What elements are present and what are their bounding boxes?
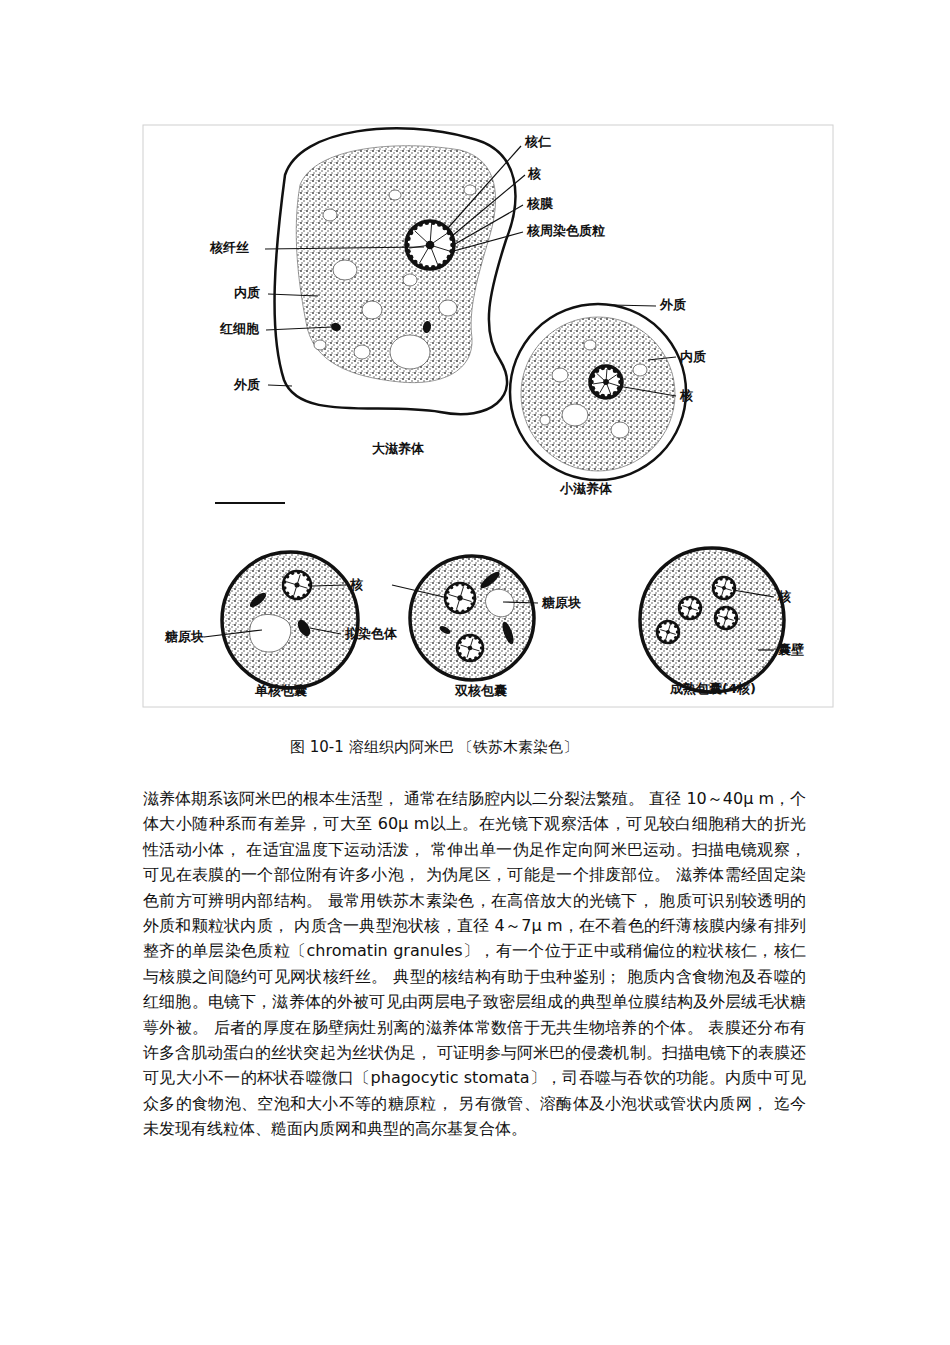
artifact-line bbox=[215, 502, 285, 504]
part-label: 糖原块 bbox=[165, 629, 204, 645]
nucleus bbox=[589, 366, 623, 399]
part-label: 内质 bbox=[680, 349, 706, 365]
nucleus bbox=[283, 571, 311, 599]
small-endoplasm bbox=[521, 317, 675, 471]
nucleus bbox=[679, 597, 701, 619]
nucleus bbox=[715, 607, 737, 629]
vacuole bbox=[389, 190, 401, 200]
vacuole bbox=[562, 404, 588, 426]
leader-lines bbox=[204, 146, 774, 650]
vacuole bbox=[464, 185, 476, 195]
chromatoid-body bbox=[478, 569, 502, 591]
part-label: 红细胞 bbox=[220, 321, 259, 337]
part-label: 核仁 bbox=[525, 134, 551, 150]
cyst-wall bbox=[410, 556, 534, 680]
chromatoid-body bbox=[438, 624, 451, 635]
cyst-wall bbox=[222, 552, 358, 688]
vacuole bbox=[323, 209, 337, 221]
part-label: 小滋养体 bbox=[560, 481, 612, 497]
body-text: 滋养体期系该阿米巴的根本生活型， 通常在结肠腔内以二分裂法繁殖。 直径 10～4… bbox=[143, 786, 806, 1142]
nucleus bbox=[405, 220, 455, 269]
part-label: 外质 bbox=[660, 297, 686, 313]
part-label: 核 bbox=[778, 589, 791, 605]
part-label: 成熟包囊(4核) bbox=[670, 681, 756, 697]
vacuole bbox=[354, 345, 370, 359]
small-trophozoite-outline bbox=[510, 304, 686, 480]
part-label: 核 bbox=[680, 388, 693, 404]
figure-caption: 图 10-1 溶组织内阿米巴 〔铁苏木素染色〕 bbox=[290, 738, 578, 757]
ectoplasm-outline bbox=[275, 128, 516, 414]
part-label: 核纤丝 bbox=[210, 240, 249, 256]
vacuole bbox=[540, 415, 550, 425]
part-label: 拟染色体 bbox=[345, 626, 397, 642]
vacuole bbox=[439, 300, 457, 316]
nucleus bbox=[445, 583, 475, 613]
part-label: 双核包囊 bbox=[455, 683, 507, 699]
vacuole bbox=[633, 364, 647, 376]
part-label: 核膜 bbox=[527, 196, 553, 212]
part-label: 核周染色质粒 bbox=[527, 223, 605, 239]
part-label: 核 bbox=[350, 577, 363, 593]
vacuole bbox=[611, 422, 629, 438]
cyst-wall bbox=[640, 548, 784, 692]
figure-frame bbox=[143, 125, 833, 707]
nucleus bbox=[457, 635, 483, 661]
chromatoid-body bbox=[500, 620, 516, 645]
glycogen-mass bbox=[486, 589, 515, 617]
part-label: 糖原块 bbox=[542, 595, 581, 611]
part-label: 内质 bbox=[234, 285, 260, 301]
part-label: 大滋养体 bbox=[372, 441, 424, 457]
endoplasm bbox=[296, 146, 495, 383]
vacuole bbox=[314, 340, 326, 350]
red-blood-cell bbox=[422, 320, 432, 333]
part-label: 单核包囊 bbox=[255, 683, 307, 699]
nucleus bbox=[657, 621, 679, 643]
vacuole bbox=[584, 340, 596, 350]
vacuole bbox=[333, 260, 357, 280]
part-label: 核 bbox=[528, 166, 541, 182]
vacuole bbox=[403, 274, 417, 286]
vacuole bbox=[362, 301, 382, 319]
nucleus bbox=[713, 577, 735, 599]
chromatoid-body bbox=[248, 591, 268, 610]
part-label: 囊壁 bbox=[778, 642, 804, 658]
vacuole bbox=[552, 368, 568, 382]
vacuole bbox=[390, 335, 430, 369]
glycogen-mass bbox=[250, 614, 291, 652]
part-label: 外质 bbox=[234, 377, 260, 393]
